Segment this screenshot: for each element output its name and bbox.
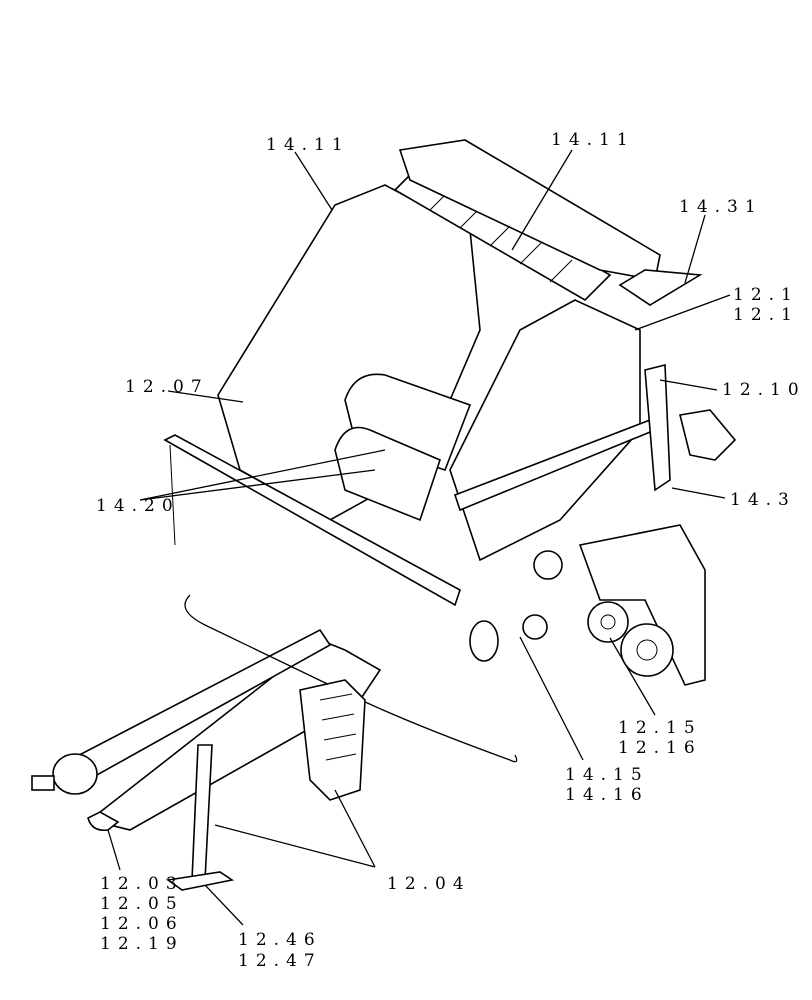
drive-sprocket bbox=[587, 601, 629, 643]
callout-12-1-upper: 12.1 bbox=[733, 285, 799, 305]
chain-sprocket-small bbox=[533, 550, 563, 580]
callout-12-19: 12.19 bbox=[100, 934, 184, 954]
idler-wheel bbox=[522, 614, 548, 640]
front-cross-frame bbox=[163, 434, 461, 607]
drive-gear-large bbox=[620, 623, 674, 677]
pto-shield bbox=[52, 753, 98, 795]
right-side-panel bbox=[449, 299, 641, 562]
tensioner-plate bbox=[679, 409, 737, 461]
callout-12-06: 12.06 bbox=[100, 914, 184, 934]
baler-illustration bbox=[31, 139, 737, 891]
drive-housing bbox=[578, 524, 706, 686]
inner-roller-lower bbox=[334, 426, 441, 522]
pulley bbox=[469, 620, 499, 662]
callout-12-07: 12.07 bbox=[125, 377, 209, 397]
callout-14-31: 14.31 bbox=[679, 197, 763, 217]
hydraulic-cylinder bbox=[618, 269, 703, 306]
hitch-eye bbox=[87, 811, 120, 832]
callout-12-04: 12.04 bbox=[387, 874, 471, 894]
callout-12-16: 12.16 bbox=[618, 738, 702, 758]
callout-14-3: 14.3 bbox=[730, 490, 796, 510]
callout-12-15: 12.15 bbox=[618, 718, 702, 738]
callout-14-20: 14.20 bbox=[96, 496, 180, 516]
jack-foot bbox=[165, 871, 235, 891]
callout-12-1-lower: 12.1 bbox=[733, 305, 799, 325]
callout-14-11-left: 14.11 bbox=[266, 135, 350, 155]
callout-14-11-right: 14.11 bbox=[551, 130, 635, 150]
callout-12-10: 12.10 bbox=[722, 380, 806, 400]
lock-lever bbox=[644, 363, 671, 492]
step bbox=[299, 679, 366, 801]
callout-14-15: 14.15 bbox=[565, 765, 649, 785]
callout-labels: 14.11 14.11 14.31 12.1 12.1 12.07 12.10 … bbox=[96, 130, 806, 971]
callout-12-46: 12.46 bbox=[238, 930, 322, 950]
leader-lines bbox=[107, 149, 731, 926]
callout-12-05: 12.05 bbox=[100, 894, 184, 914]
pto-yoke bbox=[31, 775, 55, 791]
callout-14-16: 14.16 bbox=[565, 785, 649, 805]
callout-12-47: 12.47 bbox=[238, 951, 322, 971]
callout-12-03: 12.03 bbox=[100, 874, 184, 894]
hydraulic-hose bbox=[184, 594, 518, 763]
